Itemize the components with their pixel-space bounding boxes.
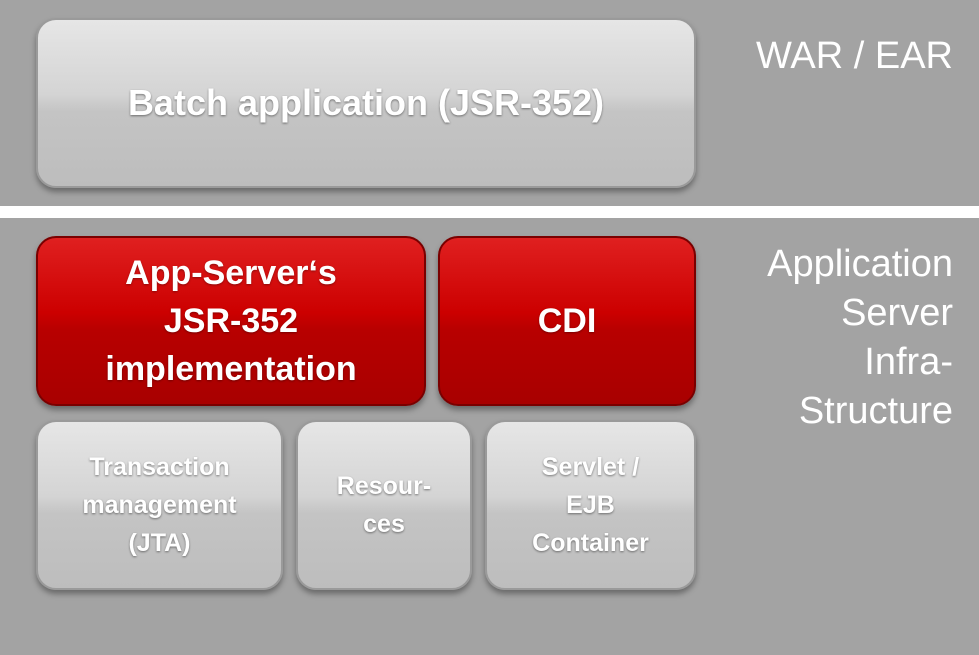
transaction-management-label: Transaction management (JTA) [82, 453, 237, 557]
servlet-ejb-container-label: Servlet / EJB Container [532, 453, 649, 557]
war-ear-layer-label: WAR / EAR [755, 35, 953, 77]
cdi-label: CDI [537, 301, 597, 340]
resources-label: Resour- ces [336, 472, 432, 538]
jsr352-implementation-box: App-Server‘s JSR-352 implementation [36, 236, 426, 406]
layer-divider [0, 206, 979, 218]
cdi-box: CDI [438, 236, 696, 406]
transaction-management-box: Transaction management (JTA) [36, 420, 283, 590]
resources-box: Resour- ces [296, 420, 472, 590]
batch-application-box: Batch application (JSR-352) [36, 18, 696, 188]
batch-application-label: Batch application (JSR-352) [127, 82, 605, 123]
servlet-ejb-container-box: Servlet / EJB Container [485, 420, 696, 590]
application-server-infrastructure-label: Application Server Infra- Structure [767, 243, 953, 432]
jsr352-implementation-label: App-Server‘s JSR-352 implementation [105, 254, 357, 388]
